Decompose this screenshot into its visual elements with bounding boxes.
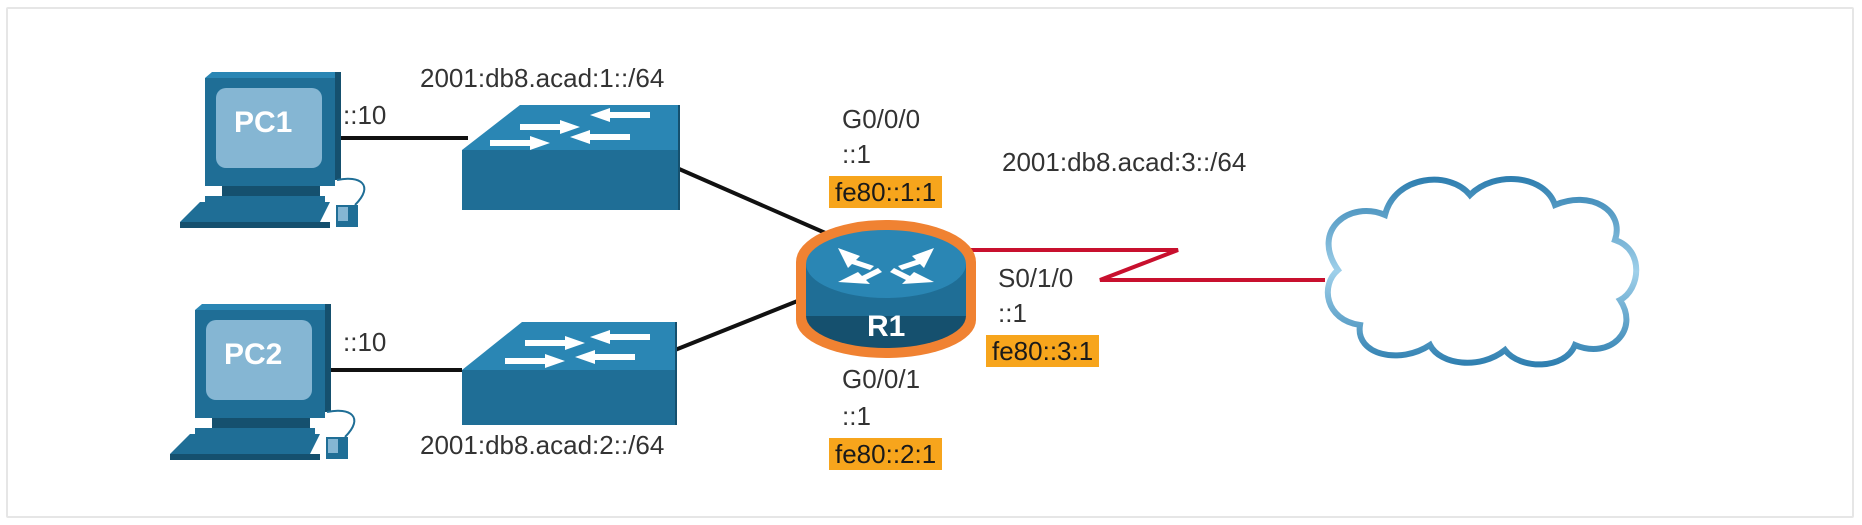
pc2-label: PC2 (224, 338, 283, 371)
switch2-icon[interactable] (462, 322, 677, 425)
router-r1-icon[interactable] (796, 220, 976, 358)
pc2-icon[interactable] (170, 304, 356, 460)
pc2-address-label: ::10 (343, 327, 387, 357)
switch1-icon[interactable] (462, 105, 680, 210)
interface-g001-gua: ::1 (842, 401, 871, 431)
interface-g000-gua: ::1 (842, 139, 871, 169)
cloud-icon (1324, 176, 1640, 368)
interface-s010-name: S0/1/0 (998, 263, 1074, 293)
interface-g000-lla: fe80::1:1 (829, 176, 943, 208)
network-lan2-label: 2001:db8.acad:2::/64 (420, 430, 665, 460)
network-lan1-label: 2001:db8.acad:1::/64 (420, 63, 665, 93)
diagram-frame (6, 7, 1854, 518)
pc1-address-label: ::10 (343, 100, 387, 130)
interface-g001-lla: fe80::2:1 (829, 438, 943, 470)
link-serial-router-cloud (970, 248, 1325, 282)
pc1-label: PC1 (234, 106, 293, 139)
interface-g000-name: G0/0/0 (842, 104, 921, 134)
pc1-icon[interactable] (180, 72, 366, 228)
interface-s010-gua: ::1 (998, 298, 1027, 328)
network-wan-label: 2001:db8.acad:3::/64 (1002, 147, 1247, 177)
interface-s010-lla: fe80::3:1 (986, 335, 1100, 367)
link-switch2-router (674, 298, 801, 352)
router-r1-label: R1 (867, 310, 906, 343)
link-switch1-router (669, 163, 831, 237)
interface-g001-name: G0/0/1 (842, 364, 921, 394)
